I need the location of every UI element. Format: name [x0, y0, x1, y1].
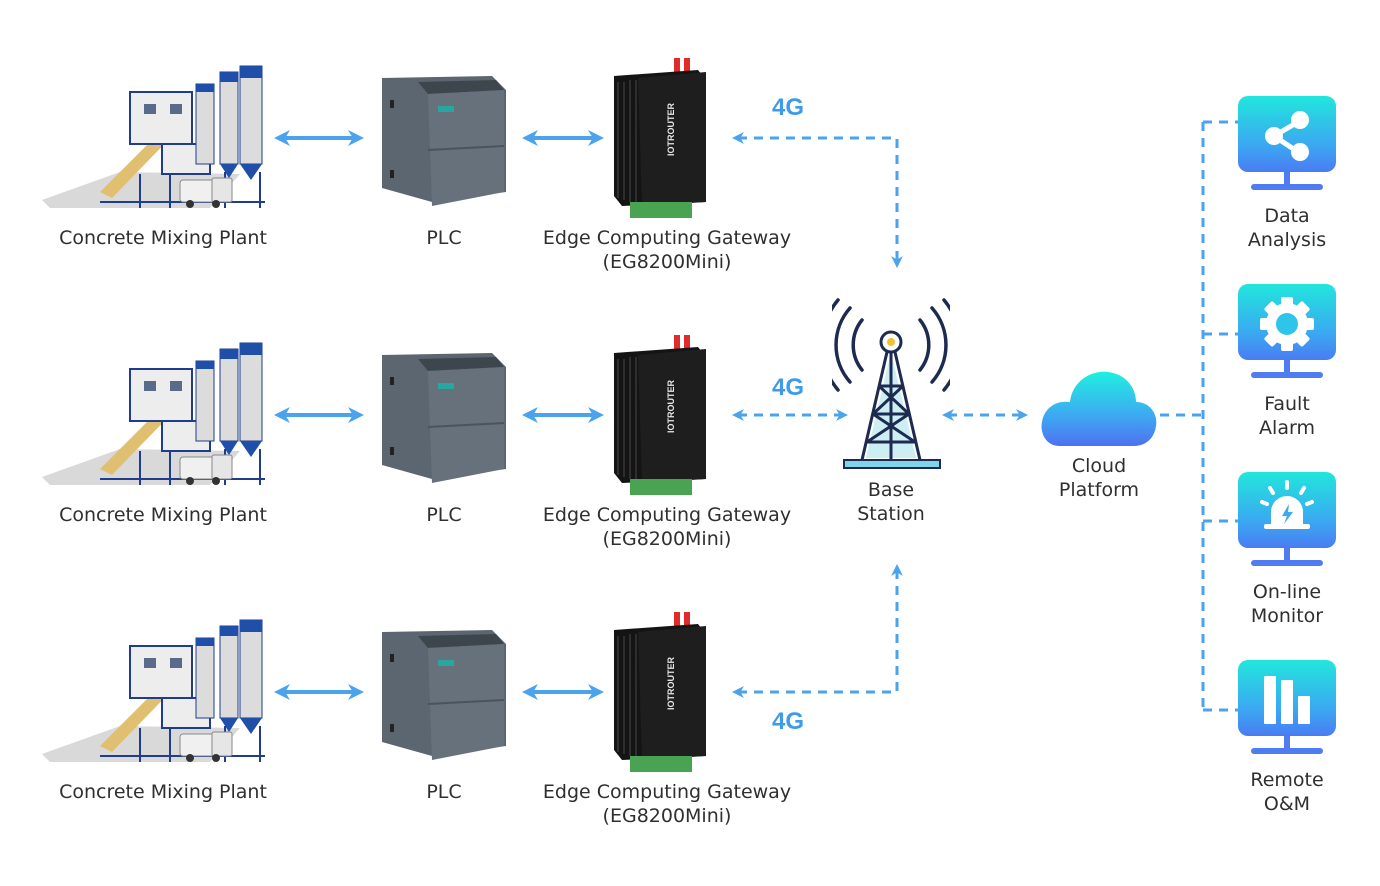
plant-label: Concrete Mixing Plant: [59, 781, 267, 803]
plant-label: Concrete Mixing Plant: [59, 504, 267, 526]
link-label-4g-2: 4G: [772, 374, 805, 401]
plc-image: [382, 76, 506, 206]
cloud-label-line1: Cloud: [1071, 455, 1127, 477]
monitor-base: [1251, 560, 1323, 566]
plc-image: [382, 353, 506, 483]
gateway-brand: IOTROUTER: [666, 103, 676, 156]
gateway-label: Edge Computing Gateway: [542, 227, 792, 249]
monitor-neck: [1284, 736, 1290, 748]
monitor-screen: [1238, 96, 1336, 172]
cloud-label-line2: Platform: [1058, 479, 1140, 501]
function-data-analysis: Data Analysis: [1238, 96, 1338, 266]
bar-chart-icon: [1264, 676, 1310, 724]
base-station-label-line1: Base: [867, 479, 915, 501]
link-label-4g-1: 4G: [772, 94, 805, 121]
monitor-screen: [1238, 660, 1336, 736]
function-label-line1: Data: [1264, 205, 1310, 227]
gateway-model: (EG8200Mini): [602, 805, 732, 827]
base-station-tower-icon: [832, 298, 950, 469]
function-online-monitor: On-line Monitor: [1238, 472, 1338, 642]
function-label-line1: Remote: [1250, 769, 1324, 791]
function-label-line2: O&M: [1263, 793, 1311, 815]
function-label-line2: Alarm: [1259, 417, 1315, 439]
plc-label: PLC: [426, 504, 462, 526]
edge-gateway-image: IOTROUTER: [614, 612, 706, 772]
gateway-model: (EG8200Mini): [602, 528, 732, 550]
link-label-4g-3: 4G: [772, 708, 805, 735]
plc-label: PLC: [426, 781, 462, 803]
monitor-base: [1251, 184, 1323, 190]
edge-gateway-image: IOTROUTER: [614, 335, 706, 495]
function-remote-om: Remote O&M: [1238, 660, 1338, 830]
gateway-tower-link-3: [732, 564, 903, 698]
plc-image: [382, 630, 506, 760]
share-icon: [1265, 111, 1309, 161]
function-label-line1: On-line: [1252, 581, 1322, 603]
alarm-light-icon: [1260, 480, 1314, 529]
function-label-line1: Fault: [1264, 393, 1310, 415]
gateway-tower-link-1: [732, 132, 903, 268]
plant-label: Concrete Mixing Plant: [59, 227, 267, 249]
base-station-label-line2: Station: [857, 503, 925, 525]
cloud-icon: [1041, 371, 1157, 446]
plc-label: PLC: [426, 227, 462, 249]
monitor-neck: [1284, 172, 1290, 184]
monitor-screen: [1238, 284, 1336, 360]
gear-icon: [1260, 297, 1314, 351]
gateway-label: Edge Computing Gateway: [542, 781, 792, 803]
monitor-screen: [1238, 472, 1336, 548]
function-label-line2: Analysis: [1247, 229, 1327, 251]
monitor-neck: [1284, 360, 1290, 372]
gateway-label: Edge Computing Gateway: [542, 504, 792, 526]
monitor-neck: [1284, 548, 1290, 560]
gateway-model: (EG8200Mini): [602, 251, 732, 273]
concrete-plant-image: [42, 619, 265, 762]
function-fault-alarm: Fault Alarm: [1238, 284, 1338, 454]
monitor-base: [1251, 372, 1323, 378]
monitor-base: [1251, 748, 1323, 754]
gateway-brand: IOTROUTER: [666, 657, 676, 710]
concrete-plant-image: [42, 342, 265, 485]
function-label-line2: Monitor: [1250, 605, 1324, 627]
edge-gateway-image: IOTROUTER: [614, 58, 706, 218]
concrete-plant-image: [42, 65, 265, 208]
gateway-brand: IOTROUTER: [666, 380, 676, 433]
